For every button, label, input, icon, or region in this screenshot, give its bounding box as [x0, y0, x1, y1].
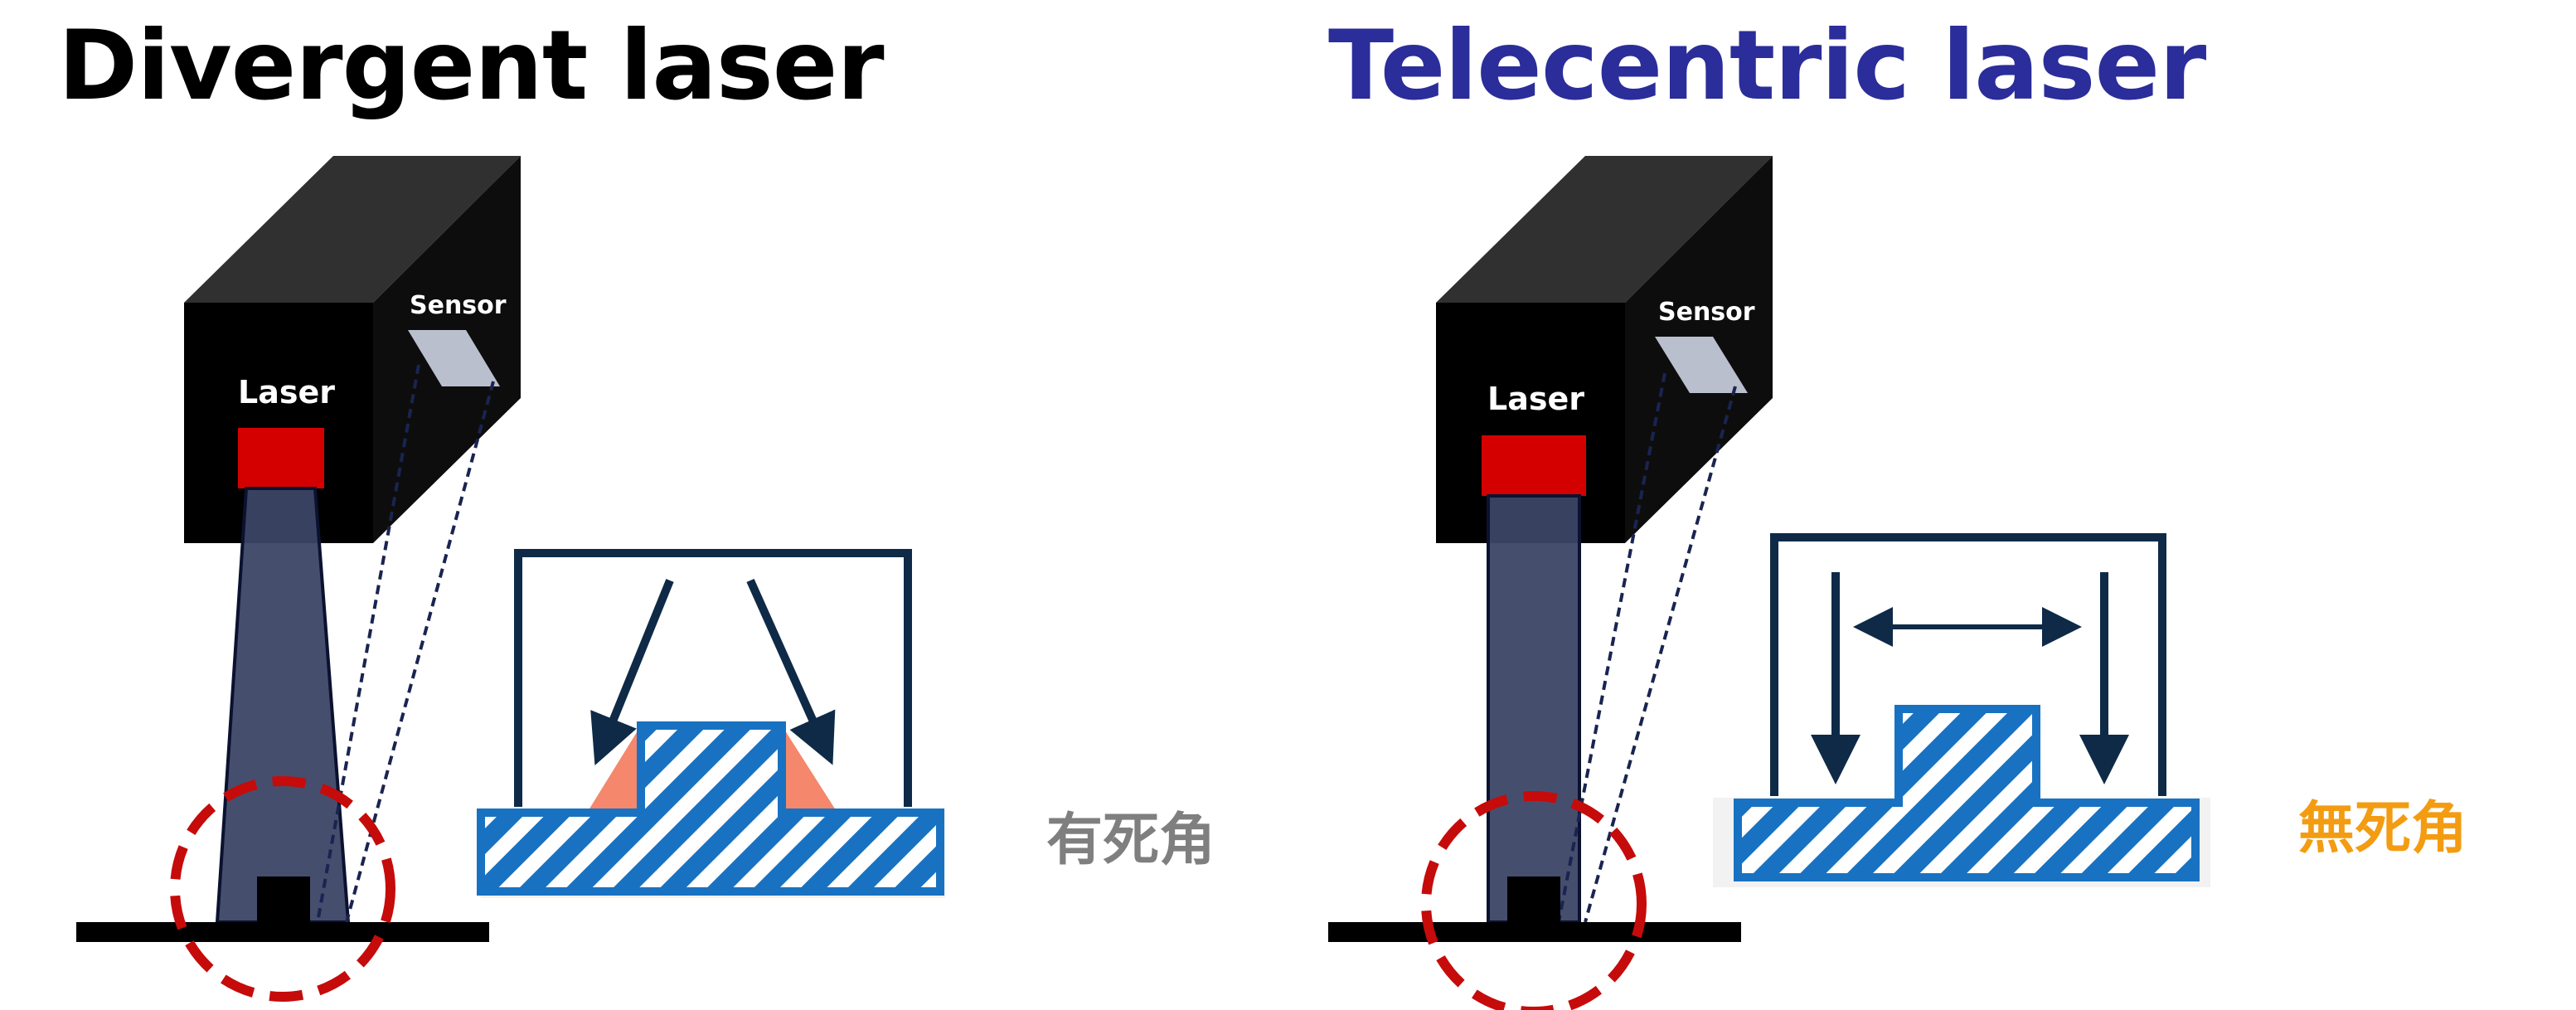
target-object	[257, 876, 310, 924]
detector-frame	[1770, 533, 2166, 796]
no-blind-spot-schematic	[1713, 533, 2210, 887]
blind-spot-circle	[170, 776, 395, 1002]
target-object	[1507, 876, 1560, 924]
base-plate	[76, 922, 489, 942]
blind-spot-shadow	[587, 726, 641, 813]
laser-sensor-box-icon	[184, 156, 521, 543]
reflection-line	[1584, 386, 1737, 923]
reflection-line	[316, 364, 420, 923]
divergent-laser-panel	[76, 156, 945, 1002]
reflection-line	[1557, 372, 1666, 923]
sensor-label: Sensor	[410, 291, 507, 320]
down-arrow-icon	[590, 579, 674, 765]
no-blind-spot-circle	[1421, 791, 1647, 1010]
hatched-surface-icon	[477, 721, 944, 896]
laser-label: Laser	[1487, 381, 1584, 417]
blind-spot-schematic	[477, 549, 945, 898]
sensor-window	[408, 330, 500, 386]
base-plate	[1328, 922, 1741, 942]
hatched-surface-icon	[1734, 705, 2200, 881]
blind-spot-label: 有死角	[1046, 808, 1216, 873]
telecentric-beam	[1487, 494, 1581, 924]
sensor-window	[1655, 337, 1748, 393]
no-blind-spot-label: 無死角	[2298, 796, 2468, 862]
telecentric-laser-panel	[1328, 156, 2210, 1010]
laser-sensor-box-icon	[1436, 156, 1773, 543]
divergent-laser-title: Divergent laser	[58, 10, 885, 122]
laser-emitter	[238, 428, 324, 488]
telecentric-laser-title: Telecentric laser	[1328, 10, 2206, 122]
detector-frame	[514, 549, 912, 807]
down-arrow-icon	[746, 578, 836, 765]
laser-emitter	[1482, 435, 1586, 496]
laser-label: Laser	[238, 374, 335, 410]
sensor-label: Sensor	[1658, 298, 1755, 327]
blind-spot-shadow	[782, 726, 837, 813]
